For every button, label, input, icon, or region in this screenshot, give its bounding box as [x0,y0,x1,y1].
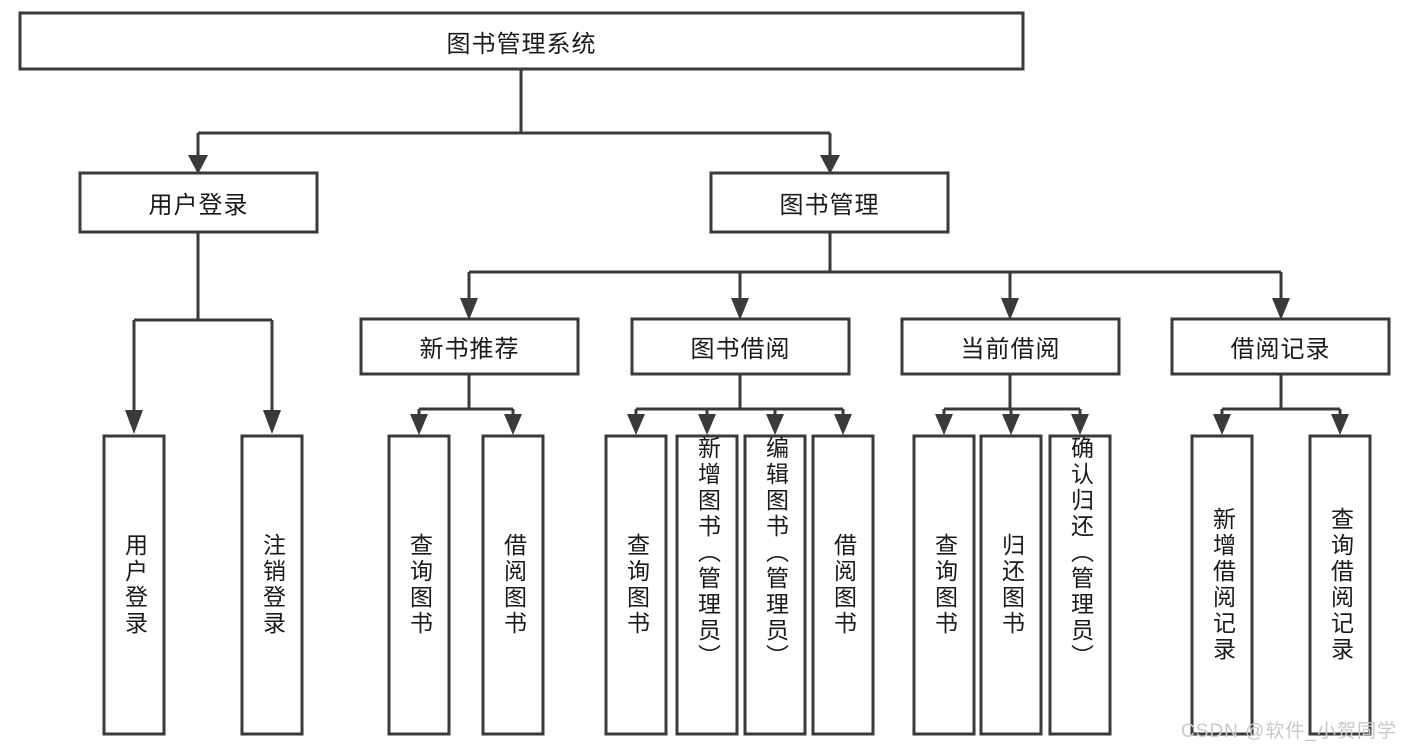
arrow-root-to-user-login [188,155,208,174]
arrow-records-leaf-1 [1213,414,1231,435]
node-leaf-new-book-1[interactable] [387,434,451,736]
node-leaf-new-book-2[interactable] [481,434,545,736]
node-leaf-borrow-3[interactable] [743,434,807,736]
arrow-new-book-leaf-1 [410,414,428,435]
node-current-borrow[interactable] [900,317,1121,376]
arrow-to-borrow-book [731,298,749,320]
arrow-new-book-leaf-2 [504,414,522,435]
arrow-borrow-leaf-4 [834,414,852,435]
node-root[interactable] [18,11,1025,71]
node-book-borrow[interactable] [630,317,851,376]
arrow-borrow-leaf-2 [698,414,716,435]
node-leaf-borrow-2[interactable] [675,434,739,736]
arrow-current-leaf-3 [1071,414,1089,435]
node-leaf-current-1[interactable] [912,434,976,736]
node-new-book-recommend[interactable] [359,317,580,376]
node-leaf-records-1[interactable] [1190,434,1254,736]
node-leaf-current-3[interactable] [1048,434,1112,736]
watermark: CSDN @软件_小贺同学 [1181,721,1397,742]
node-leaf-borrow-4[interactable] [811,434,875,736]
arrow-to-borrow-records [1272,298,1290,320]
arrow-user-login-leaf-1 [125,410,143,434]
arrow-records-leaf-2 [1331,414,1349,435]
arrow-to-new-book [460,298,478,320]
arrow-borrow-leaf-3 [766,414,784,435]
arrow-borrow-leaf-1 [627,414,645,435]
node-leaf-user-login-1[interactable] [102,434,166,736]
arrow-user-login-leaf-2 [263,410,281,434]
arrow-root-to-book-mgmt [820,155,840,174]
node-user-login[interactable] [78,171,319,234]
node-leaf-current-2[interactable] [979,434,1043,736]
arrow-to-current-borrow [1001,298,1019,320]
node-leaf-borrow-1[interactable] [604,434,668,736]
node-leaf-records-2[interactable] [1308,434,1372,736]
node-book-management[interactable] [709,171,950,234]
node-leaf-user-login-2[interactable] [240,434,304,736]
arrow-current-leaf-1 [935,414,953,435]
node-borrow-records[interactable] [1170,317,1391,376]
arrow-current-leaf-2 [1002,414,1020,435]
